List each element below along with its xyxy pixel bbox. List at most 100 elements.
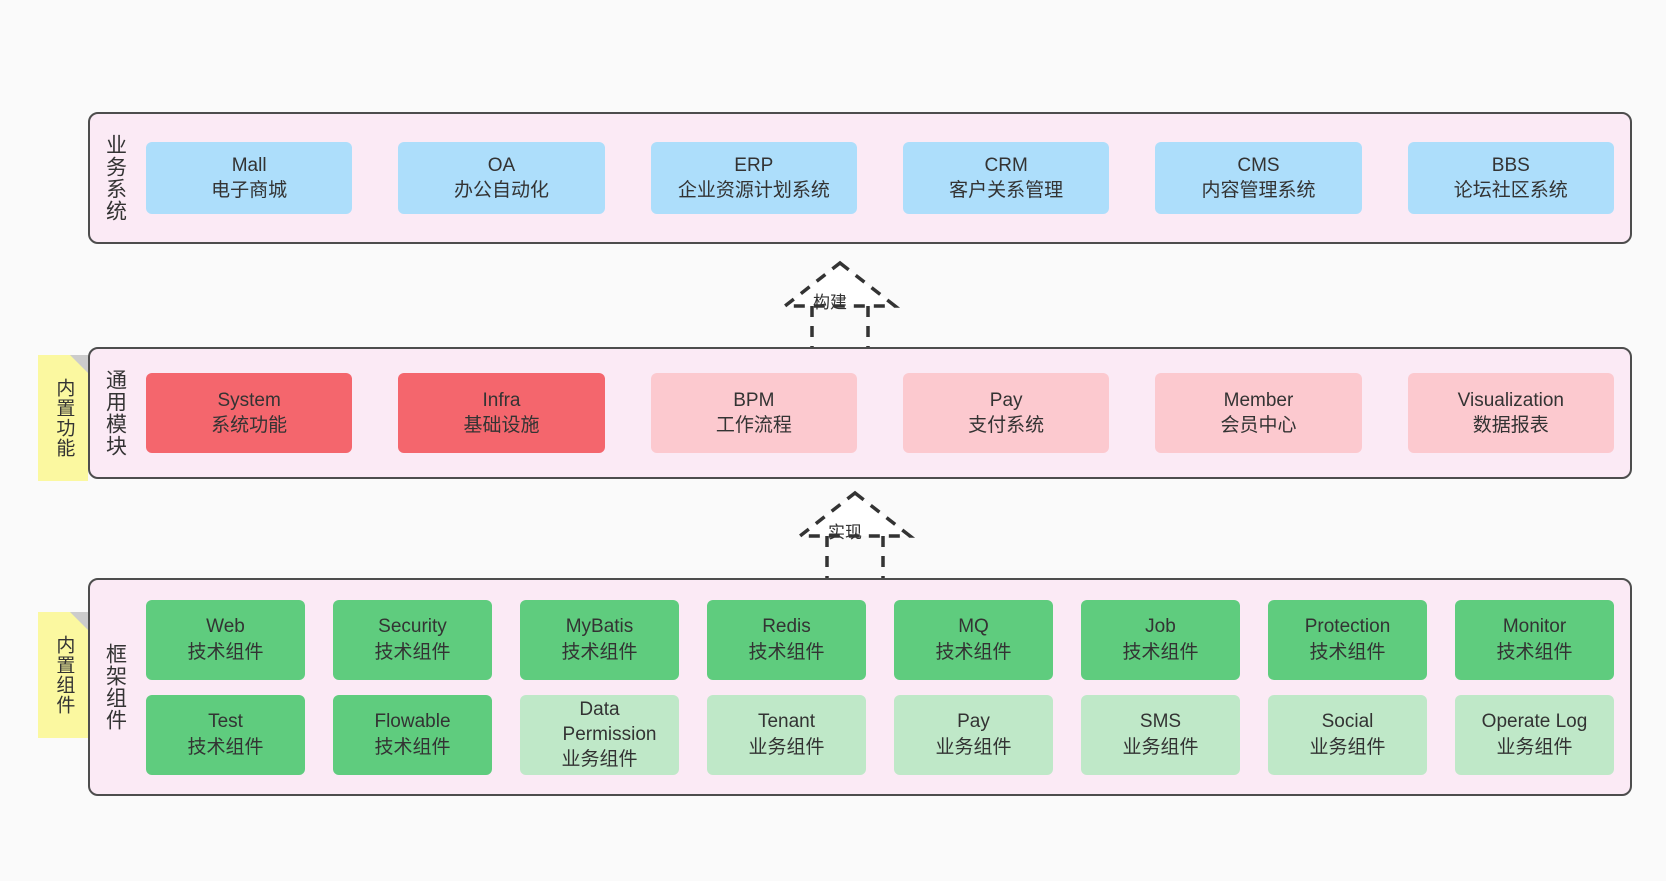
node-title: System: [217, 389, 281, 411]
node-subtitle: 业务组件: [561, 749, 638, 771]
node-title: Member: [1223, 389, 1294, 411]
node-title: Protection: [1304, 616, 1391, 638]
layer-framework-components[interactable]: 框架组件 Web 技术组件 Security 技术组件 MyBatis 技术组件…: [88, 578, 1632, 796]
node-subtitle: 技术组件: [1309, 641, 1386, 663]
layer-common-modules[interactable]: 通用模块 System 系统功能 Infra 基础设施 BPM 工作流程 Pay…: [88, 347, 1632, 479]
layer-business-system-title: 业务系统: [103, 134, 127, 222]
node-subtitle: 技术组件: [561, 641, 638, 663]
connector-build-icon: [779, 260, 901, 348]
node-title: Tenant: [757, 711, 816, 733]
layer-common-modules-title: 通用模块: [103, 369, 127, 457]
node-title: Pay: [989, 389, 1023, 411]
node-security[interactable]: Security 技术组件: [333, 599, 492, 680]
sticky-note-builtin-function[interactable]: 内置功能: [38, 355, 88, 481]
node-subtitle: 技术组件: [1496, 641, 1573, 663]
node-mybatis[interactable]: MyBatis 技术组件: [520, 599, 679, 680]
node-title: Operate Log: [1481, 711, 1588, 733]
node-subtitle: 支付系统: [968, 415, 1045, 436]
node-title: MyBatis: [565, 616, 634, 638]
layer-business-system[interactable]: 业务系统 Mall 电子商城 OA 办公自动化 ERP 企业资源计划系统 CRM…: [88, 112, 1632, 244]
node-erp[interactable]: ERP 企业资源计划系统: [650, 142, 857, 214]
node-bbs[interactable]: BBS 论坛社区系统: [1407, 142, 1614, 214]
node-subtitle: 系统功能: [211, 415, 288, 436]
sticky-note-builtin-component[interactable]: 内置组件: [38, 612, 88, 738]
node-sms[interactable]: SMS 业务组件: [1081, 694, 1240, 775]
node-subtitle: 业务组件: [748, 736, 825, 758]
node-title: CMS: [1237, 154, 1280, 176]
node-operate-log[interactable]: Operate Log 业务组件: [1455, 694, 1614, 775]
node-title: Web: [206, 616, 245, 638]
layer-business-system-body: Mall 电子商城 OA 办公自动化 ERP 企业资源计划系统 CRM 客户关系…: [138, 114, 1630, 242]
node-system[interactable]: System 系统功能: [146, 373, 353, 453]
node-title: Visualization: [1457, 389, 1564, 411]
node-subtitle: 业务组件: [935, 736, 1012, 758]
node-row: Test 技术组件 Flowable 技术组件 Data Permission …: [146, 694, 1614, 775]
connector-build: 构建: [755, 258, 925, 348]
node-oa[interactable]: OA 办公自动化: [398, 142, 605, 214]
node-bpm[interactable]: BPM 工作流程: [650, 373, 857, 453]
sticky-note-text: 内置组件: [53, 635, 75, 715]
layer-framework-components-body: Web 技术组件 Security 技术组件 MyBatis 技术组件 Redi…: [138, 580, 1630, 794]
node-title: BPM: [733, 389, 775, 411]
node-title: Monitor: [1502, 616, 1567, 638]
connector-implement-label: 实现: [828, 523, 862, 542]
node-title: BBS: [1491, 154, 1530, 176]
node-title: ERP: [734, 154, 774, 176]
node-subtitle: 基础设施: [463, 415, 540, 436]
node-crm[interactable]: CRM 客户关系管理: [902, 142, 1110, 214]
node-subtitle: 技术组件: [187, 641, 264, 663]
node-visualization[interactable]: Visualization 数据报表: [1407, 373, 1614, 453]
node-title: Flowable: [374, 711, 451, 733]
node-protection[interactable]: Protection 技术组件: [1268, 599, 1427, 680]
node-data-permission[interactable]: Data Permission 业务组件: [520, 694, 679, 775]
node-title: Pay: [957, 711, 990, 733]
node-title: Data Permission: [562, 698, 657, 745]
node-subtitle: 业务组件: [1309, 736, 1386, 758]
node-job[interactable]: Job 技术组件: [1081, 599, 1240, 680]
node-test[interactable]: Test 技术组件: [146, 694, 305, 775]
node-title: CRM: [984, 154, 1028, 176]
node-subtitle: 会员中心: [1220, 415, 1297, 436]
node-subtitle: 技术组件: [935, 641, 1012, 663]
node-member[interactable]: Member 会员中心: [1155, 373, 1362, 453]
node-tenant[interactable]: Tenant 业务组件: [707, 694, 866, 775]
node-web[interactable]: Web 技术组件: [146, 599, 305, 680]
node-redis[interactable]: Redis 技术组件: [707, 599, 866, 680]
connector-build-label: 构建: [813, 293, 847, 312]
layer-common-modules-body: System 系统功能 Infra 基础设施 BPM 工作流程 Pay 支付系统…: [138, 349, 1630, 477]
node-social[interactable]: Social 业务组件: [1268, 694, 1427, 775]
node-subtitle: 技术组件: [374, 736, 451, 758]
node-subtitle: 技术组件: [187, 736, 264, 758]
node-subtitle: 业务组件: [1496, 736, 1573, 758]
node-subtitle: 电子商城: [211, 180, 288, 201]
node-infra[interactable]: Infra 基础设施: [398, 373, 605, 453]
node-title: Test: [208, 711, 243, 733]
node-title: Job: [1145, 616, 1176, 638]
sticky-note-text: 内置功能: [53, 378, 75, 458]
node-subtitle: 技术组件: [374, 641, 451, 663]
node-subtitle: 企业资源计划系统: [677, 180, 830, 201]
node-subtitle: 技术组件: [1122, 641, 1199, 663]
node-flowable[interactable]: Flowable 技术组件: [333, 694, 492, 775]
node-subtitle: 业务组件: [1122, 736, 1199, 758]
node-title: Social: [1321, 711, 1374, 733]
node-subtitle: 技术组件: [748, 641, 825, 663]
node-pay-module[interactable]: Pay 支付系统: [902, 373, 1110, 453]
node-title: OA: [487, 154, 516, 176]
node-mq[interactable]: MQ 技术组件: [894, 599, 1053, 680]
node-title: Infra: [482, 389, 521, 411]
node-monitor[interactable]: Monitor 技术组件: [1455, 599, 1614, 680]
node-subtitle: 办公自动化: [453, 180, 549, 201]
node-title: Mall: [231, 154, 267, 176]
node-pay-component[interactable]: Pay 业务组件: [894, 694, 1053, 775]
node-mall[interactable]: Mall 电子商城: [146, 142, 353, 214]
layer-framework-components-title: 框架组件: [103, 643, 127, 731]
node-title: Security: [378, 616, 447, 638]
node-subtitle: 工作流程: [715, 415, 792, 436]
node-row: Mall 电子商城 OA 办公自动化 ERP 企业资源计划系统 CRM 客户关系…: [146, 142, 1614, 214]
node-subtitle: 客户关系管理: [949, 180, 1064, 201]
node-cms[interactable]: CMS 内容管理系统: [1155, 142, 1362, 214]
node-title: Redis: [762, 616, 811, 638]
node-subtitle: 内容管理系统: [1201, 180, 1316, 201]
